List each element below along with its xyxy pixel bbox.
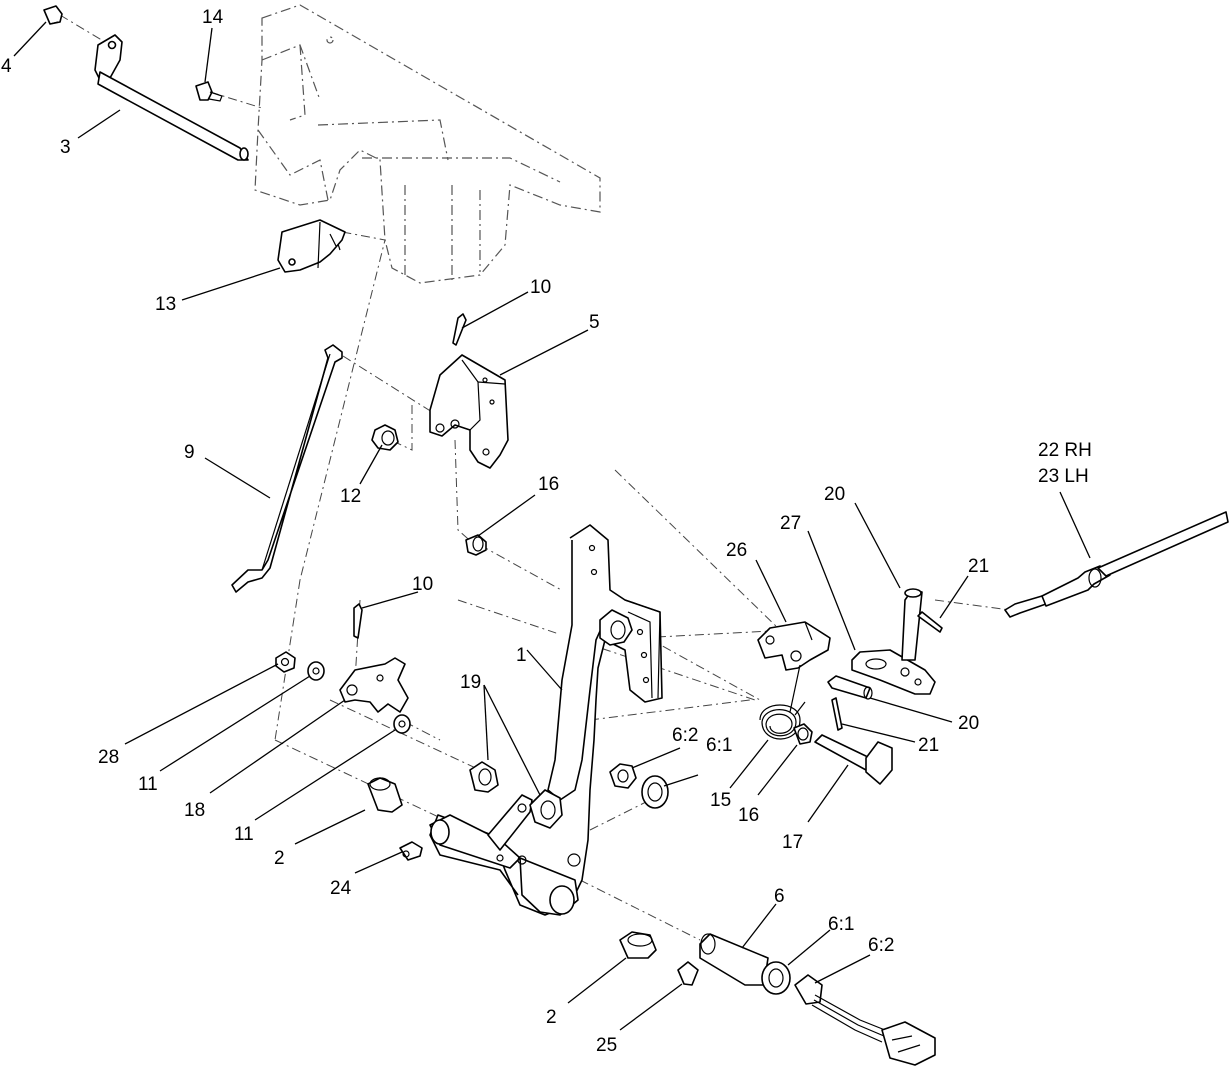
part-27-plate <box>851 649 936 695</box>
part-26-bellcrank <box>757 621 831 671</box>
leader-lines <box>13 21 1091 1031</box>
callout-4: 4 <box>1 56 12 77</box>
part-24-grease-fitting <box>399 841 423 861</box>
callout-26: 26 <box>726 540 747 561</box>
callout-17: 17 <box>782 832 803 853</box>
callout-16-lower: 16 <box>738 805 759 826</box>
part-10-cotter-pin-upper <box>452 313 467 346</box>
part-5-bracket <box>429 354 509 469</box>
part-18-latch <box>339 657 409 713</box>
part-13-pad <box>277 219 346 273</box>
callout-2-upper: 2 <box>274 848 285 869</box>
callout-16-upper: 16 <box>538 474 559 495</box>
part-11-washer-upper <box>307 661 325 681</box>
part-10-cotter-pin-lower <box>353 603 363 639</box>
callout-6-2-upper: 6:2 <box>672 725 698 746</box>
part-20-clevis-pin-upper <box>901 588 923 661</box>
callout-24: 24 <box>330 878 352 899</box>
part-11-washer-lower <box>393 714 411 734</box>
callout-12: 12 <box>340 486 361 507</box>
part-6-switch <box>699 933 936 1066</box>
part-17-bolt <box>814 734 893 785</box>
frame-bracket-phantom <box>254 4 601 284</box>
callout-3: 3 <box>60 137 71 158</box>
callout-10-lower: 10 <box>412 574 433 595</box>
callout-20-lower: 20 <box>958 713 979 734</box>
part-9-rod <box>231 344 343 593</box>
callout-9: 9 <box>184 442 195 463</box>
callout-6-1-lower: 6:1 <box>828 914 854 935</box>
callout-21-lower: 21 <box>918 735 939 756</box>
callout-20-upper: 20 <box>824 484 845 505</box>
part-20-clevis-pin-lower <box>827 675 873 700</box>
callout-5: 5 <box>589 312 600 333</box>
callout-10-upper: 10 <box>530 277 551 298</box>
part-6-1-washer-upper <box>641 775 669 809</box>
part-25-clip <box>677 961 699 986</box>
callout-25: 25 <box>596 1035 617 1056</box>
callout-6: 6 <box>774 886 785 907</box>
part-4-bolt <box>43 5 63 25</box>
callout-14: 14 <box>202 7 224 28</box>
callout-28: 28 <box>98 747 119 768</box>
callout-11-upper: 11 <box>138 774 158 795</box>
callout-11-lower: 11 <box>234 824 254 845</box>
part-21-pin-lower <box>831 697 843 731</box>
callout-22: 22 RH <box>1038 440 1092 461</box>
callout-19: 19 <box>460 672 481 693</box>
part-6-2-nut-upper <box>609 763 637 789</box>
part-22-23-cable <box>1004 511 1229 618</box>
callout-labels: 4 14 3 13 10 5 9 12 16 22 RH 23 LH 20 27… <box>1 7 1092 1056</box>
callout-15: 15 <box>710 790 731 811</box>
part-16-bushing-upper <box>465 534 487 556</box>
callout-6-1-upper: 6:1 <box>706 735 732 756</box>
callout-1: 1 <box>516 645 527 666</box>
callout-27: 27 <box>780 513 801 534</box>
part-15-spring <box>759 664 806 740</box>
part-16-bushing-lower <box>793 723 813 745</box>
callout-18: 18 <box>184 800 205 821</box>
part-2-bushing-lower <box>619 931 657 959</box>
part-12-bushing <box>371 424 399 451</box>
callout-6-2-lower: 6:2 <box>868 935 894 956</box>
callout-21-upper: 21 <box>968 556 989 577</box>
part-1-pedal-arm <box>429 524 663 916</box>
part-2-bushing-upper <box>367 777 403 813</box>
part-28-nut <box>275 651 296 673</box>
part-14-bolt <box>195 81 223 102</box>
callout-23: 23 LH <box>1038 466 1089 487</box>
callout-13: 13 <box>155 294 176 315</box>
part-3-pivot-rod <box>94 34 249 161</box>
part-21-pin-upper <box>917 611 943 633</box>
part-19-link <box>469 761 563 851</box>
callout-2-lower: 2 <box>546 1007 557 1028</box>
